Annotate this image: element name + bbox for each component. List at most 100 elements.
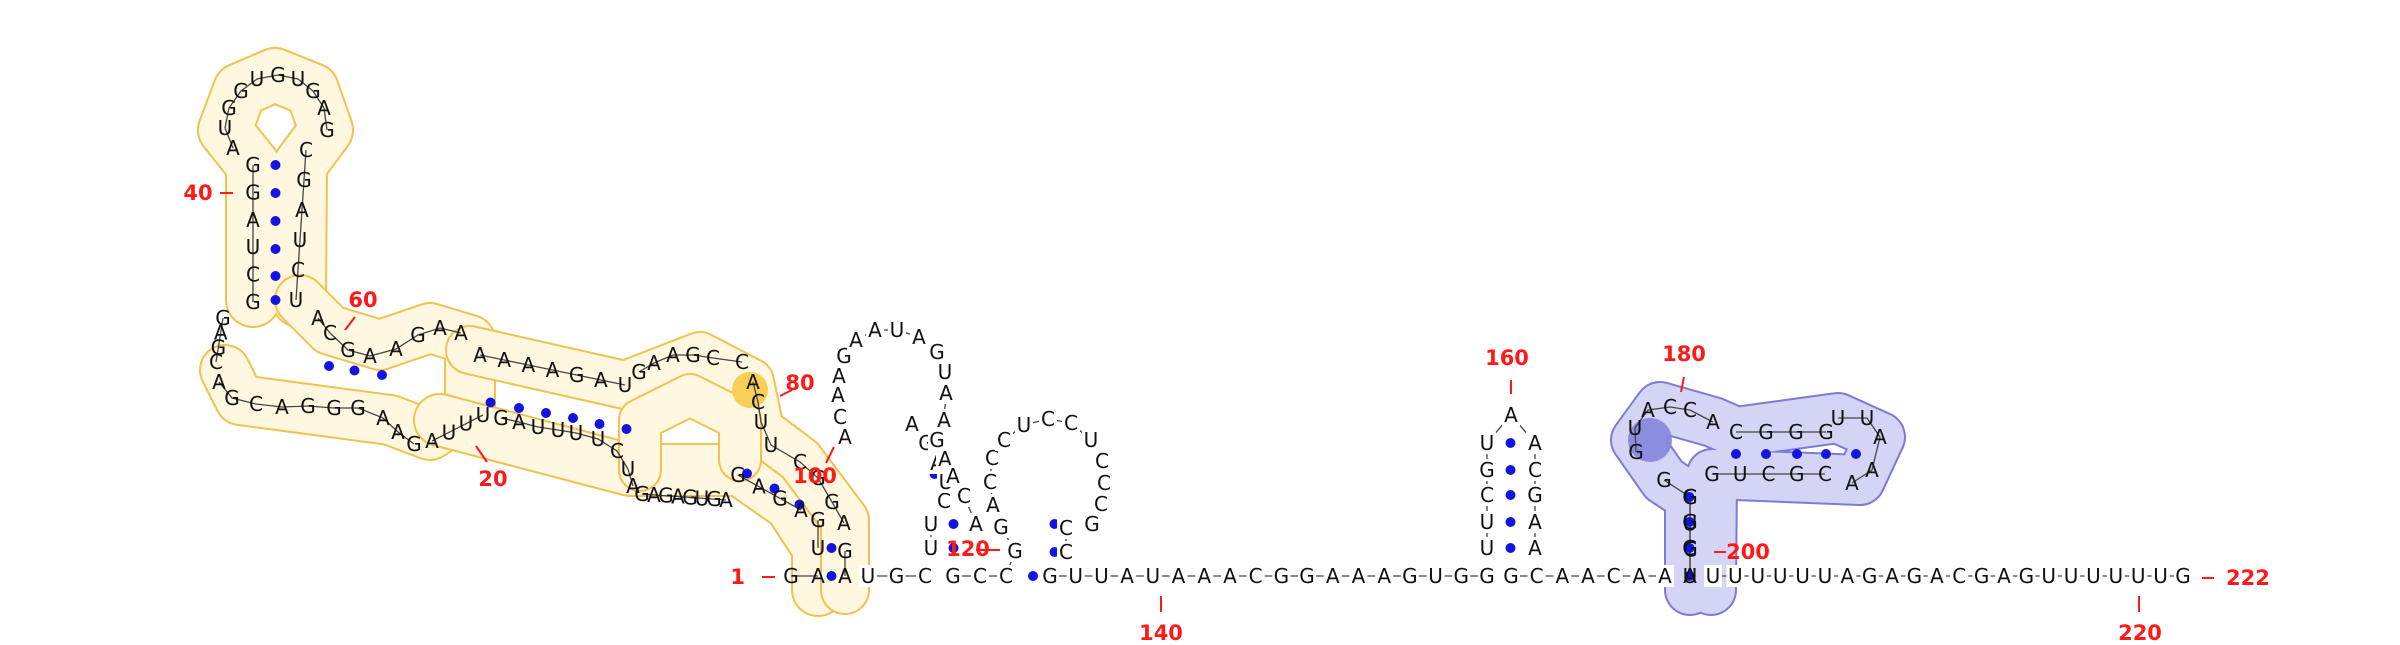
nucleotide-bg (1526, 511, 1544, 533)
nucleotide-G: G (350, 396, 366, 420)
backbone-blue-loop (1634, 406, 1714, 453)
nucleotide-C: C (999, 564, 1013, 588)
base-pair-dot (1505, 517, 1516, 527)
nucleotide-C: C (751, 390, 765, 414)
nucleotide-U: U (1683, 511, 1698, 535)
nucleotide-bg (944, 465, 962, 487)
nucleotide-A: A (1377, 564, 1391, 588)
base-pair-dot (485, 397, 496, 408)
base-pair-dot (948, 543, 959, 553)
nucleotide-bg (1093, 450, 1111, 472)
base-pair-dot (1684, 571, 1695, 581)
nucleotide-A: A (1641, 398, 1655, 422)
base-pair-dot (1684, 517, 1695, 527)
nucleotide-U: U (293, 228, 308, 252)
position-label-60: 60 (348, 288, 377, 312)
base-pair-dot (568, 413, 578, 423)
nucleotide-A: A (1581, 564, 1595, 588)
nucleotide-bg (1246, 565, 1265, 587)
nucleotide-A: A (1706, 410, 1720, 434)
nucleotide-bg (984, 494, 1002, 516)
nucleotide-U: U (476, 403, 491, 427)
nucleotide-G: G (224, 386, 240, 410)
nucleotide-C: C (1663, 395, 1677, 419)
backbone-loop80-top (638, 354, 743, 373)
nucleotide-G: G (1007, 539, 1023, 563)
nucleotide-A: A (838, 425, 852, 449)
nucleotide-bg (888, 319, 906, 341)
yellow-loop80-interior-fill (620, 375, 760, 490)
nucleotide-bg (866, 319, 884, 341)
nucleotide-A: A (389, 337, 403, 361)
nucleotide-G: G (211, 335, 227, 359)
nucleotide-bg (1604, 565, 1623, 587)
nucleotide-A: A (512, 410, 526, 434)
nucleotide-G: G (1682, 485, 1698, 509)
nucleotide-G: G (1084, 512, 1100, 536)
nucleotide-A: A (939, 381, 953, 405)
nucleotide-A: A (1528, 510, 1542, 534)
nucleotide-bg (955, 485, 973, 507)
nucleotide-bg (936, 361, 954, 383)
nucleotide-C: C (1064, 411, 1078, 435)
nucleotide-bg (1057, 517, 1075, 539)
nucleotide-C: C (1762, 462, 1776, 486)
base-pair-dot (1505, 438, 1516, 448)
nucleotide-bg (997, 565, 1015, 587)
nucleotide-A: A (671, 485, 685, 509)
nucleotide-bg (1527, 565, 1546, 587)
position-tick (1680, 376, 1685, 393)
nucleotide-U: U (811, 536, 826, 560)
base-pair-dot (826, 571, 837, 581)
nucleotide-U: U (1084, 428, 1099, 452)
nucleotide-G: G (1527, 483, 1543, 507)
nucleotide-bg (1083, 513, 1101, 535)
nucleotide-A: A (214, 321, 228, 345)
nucleotide-bg (1502, 565, 1520, 587)
nucleotide-A: A (391, 420, 405, 444)
position-label-200: 200 (1726, 540, 1770, 564)
nucleotide-bg (1994, 565, 2013, 587)
nucleotide-bg (1726, 565, 1745, 587)
yellow-helix-fill (415, 395, 843, 615)
backbone-ml-bottom2 (218, 381, 415, 445)
nucleotide-bg (1478, 432, 1496, 454)
nucleotide-U: U (1146, 564, 1161, 588)
nucleotide-G: G (300, 394, 316, 418)
backbone-ml-right (317, 317, 462, 357)
nucleotide-G: G (1974, 564, 1990, 588)
base-pair-dot (1505, 490, 1516, 500)
base-pair-dot (1028, 571, 1038, 581)
position-label-80: 80 (785, 371, 814, 395)
nucleotide-C: C (291, 258, 305, 282)
nucleotide-A: A (986, 493, 1000, 517)
nucleotide-C: C (610, 439, 624, 463)
nucleotide-U: U (924, 512, 939, 536)
nucleotide-G: G (685, 343, 701, 367)
nucleotide-U: U (618, 373, 633, 397)
nucleotide-bg (903, 413, 921, 435)
nucleotide-bg (1502, 404, 1520, 426)
nucleotide-C: C (1818, 462, 1832, 486)
base-pair-dot (514, 403, 524, 413)
nucleotide-A: A (837, 511, 851, 535)
nucleotide-U: U (1068, 564, 1083, 588)
nucleotide-U: U (591, 427, 606, 451)
nucleotide-C: C (1607, 564, 1621, 588)
nucleotide-G: G (245, 290, 261, 314)
nucleotide-bg (916, 565, 934, 587)
nucleotide-A: A (275, 395, 289, 419)
nucleotide-C: C (1097, 471, 1111, 495)
nucleotide-G: G (2019, 564, 2035, 588)
nucleotide-U: U (1017, 413, 1032, 437)
nucleotide-A: A (1632, 564, 1646, 588)
nucleotide-G: G (410, 323, 426, 347)
nucleotide-G: G (406, 432, 422, 456)
nucleotide-A: A (811, 564, 825, 588)
nucleotide-A: A (311, 306, 325, 330)
nucleotide-A: A (647, 483, 661, 507)
base-pair-dot (324, 361, 334, 371)
nucleotide-G: G (889, 564, 905, 588)
base-pair-dot (1505, 465, 1516, 475)
nucleotide-bg (1015, 414, 1033, 436)
